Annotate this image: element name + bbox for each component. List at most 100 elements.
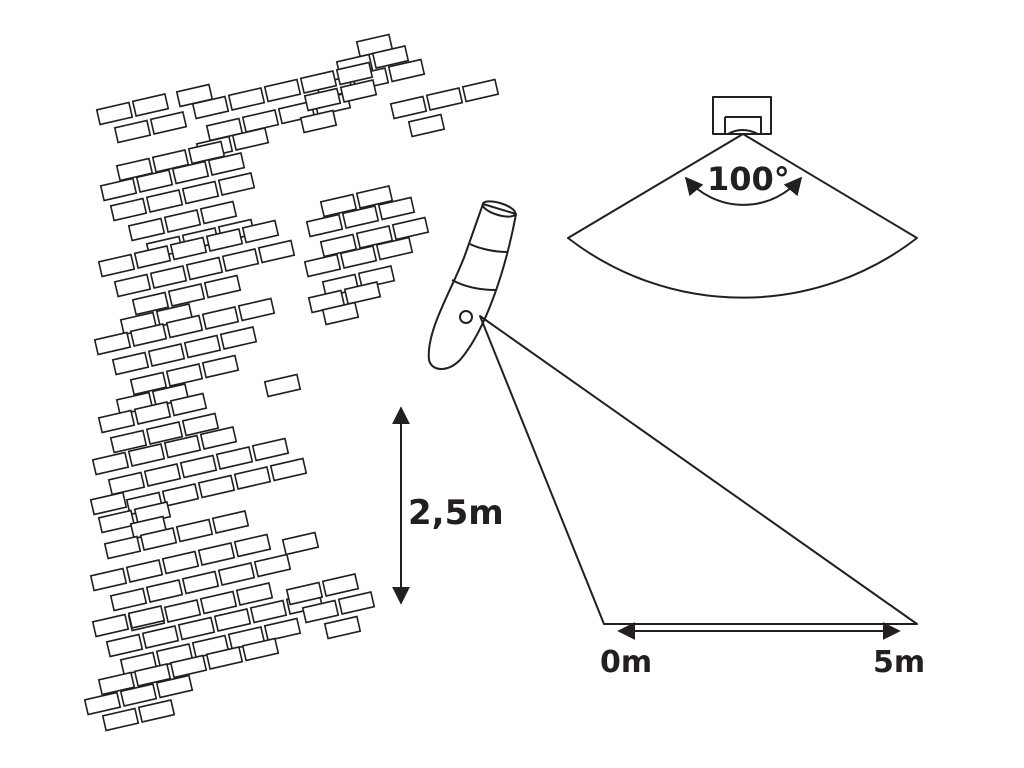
brick	[101, 707, 140, 732]
brick	[299, 70, 338, 94]
detection-zone-top	[567, 133, 918, 299]
brick	[127, 217, 166, 242]
brick	[355, 185, 394, 209]
brick	[387, 58, 426, 83]
brick	[135, 169, 174, 193]
brick	[407, 113, 446, 138]
brick	[125, 559, 164, 583]
brick	[197, 474, 236, 499]
brick	[425, 87, 464, 111]
brick	[169, 392, 208, 417]
brick	[143, 463, 182, 487]
brick	[251, 437, 290, 462]
angle-label: 100°	[707, 160, 790, 198]
brick	[221, 248, 260, 272]
brick	[215, 446, 254, 470]
brick	[133, 663, 172, 687]
brick	[129, 371, 168, 396]
brick	[241, 637, 280, 662]
brick	[97, 253, 136, 278]
wall-lamp-sensor-icon	[427, 200, 517, 370]
brick	[145, 189, 184, 213]
brick	[113, 119, 152, 144]
brick	[97, 409, 136, 434]
brick	[285, 581, 324, 606]
brick	[145, 421, 184, 445]
brick	[253, 553, 292, 578]
brick	[165, 314, 204, 339]
brick	[83, 691, 122, 716]
brick	[219, 326, 258, 350]
brick	[119, 683, 158, 707]
brick	[377, 196, 416, 221]
range-start-label: 0m	[600, 645, 652, 680]
brick	[343, 281, 382, 305]
detection-zone-side	[479, 315, 918, 625]
brick	[161, 483, 200, 507]
brick	[205, 646, 244, 670]
brick	[183, 334, 222, 359]
brick	[93, 331, 132, 356]
brick	[391, 216, 430, 241]
brick	[339, 245, 378, 269]
brick	[299, 109, 338, 134]
brick	[211, 510, 250, 534]
brick	[303, 87, 342, 112]
brick	[199, 200, 238, 225]
brick	[175, 518, 214, 543]
brick	[177, 616, 216, 641]
brick	[145, 579, 184, 603]
brick	[163, 434, 202, 459]
brick	[207, 152, 246, 176]
brick	[201, 354, 240, 379]
brick	[171, 160, 210, 185]
brick	[169, 236, 208, 261]
brick	[321, 301, 360, 326]
brick	[205, 228, 244, 252]
brick	[109, 587, 148, 612]
brick	[191, 95, 230, 120]
brick	[263, 373, 302, 398]
brick	[323, 615, 362, 640]
brick	[227, 87, 266, 111]
sensor-top-view-icon	[712, 96, 772, 135]
brick	[141, 625, 180, 649]
brick	[161, 550, 200, 575]
brick	[213, 608, 252, 632]
brick	[197, 542, 236, 566]
brick	[371, 45, 410, 69]
brick	[303, 253, 342, 278]
brick	[131, 93, 170, 117]
brick	[149, 265, 188, 289]
brick	[179, 454, 218, 479]
brick	[99, 177, 138, 202]
brick	[319, 193, 358, 218]
brick	[321, 573, 360, 597]
brick	[147, 343, 186, 367]
brick	[169, 654, 208, 679]
brick	[341, 205, 380, 229]
brick	[113, 273, 152, 298]
range-end-label: 5m	[873, 645, 925, 680]
brick	[241, 219, 280, 244]
brick	[199, 590, 238, 615]
brick	[305, 213, 344, 238]
brick	[217, 172, 256, 196]
brick	[263, 617, 302, 642]
brick	[149, 111, 188, 135]
brick	[155, 674, 194, 699]
brick	[163, 599, 202, 623]
brick	[127, 443, 166, 467]
brick	[335, 61, 374, 86]
brick	[375, 236, 414, 261]
brick	[237, 297, 276, 322]
brick	[127, 605, 166, 629]
brick	[199, 426, 238, 450]
brick	[181, 412, 220, 437]
brick	[103, 535, 142, 560]
brick	[231, 127, 270, 151]
brick	[91, 451, 130, 476]
brick	[337, 591, 376, 615]
brick	[131, 291, 170, 316]
